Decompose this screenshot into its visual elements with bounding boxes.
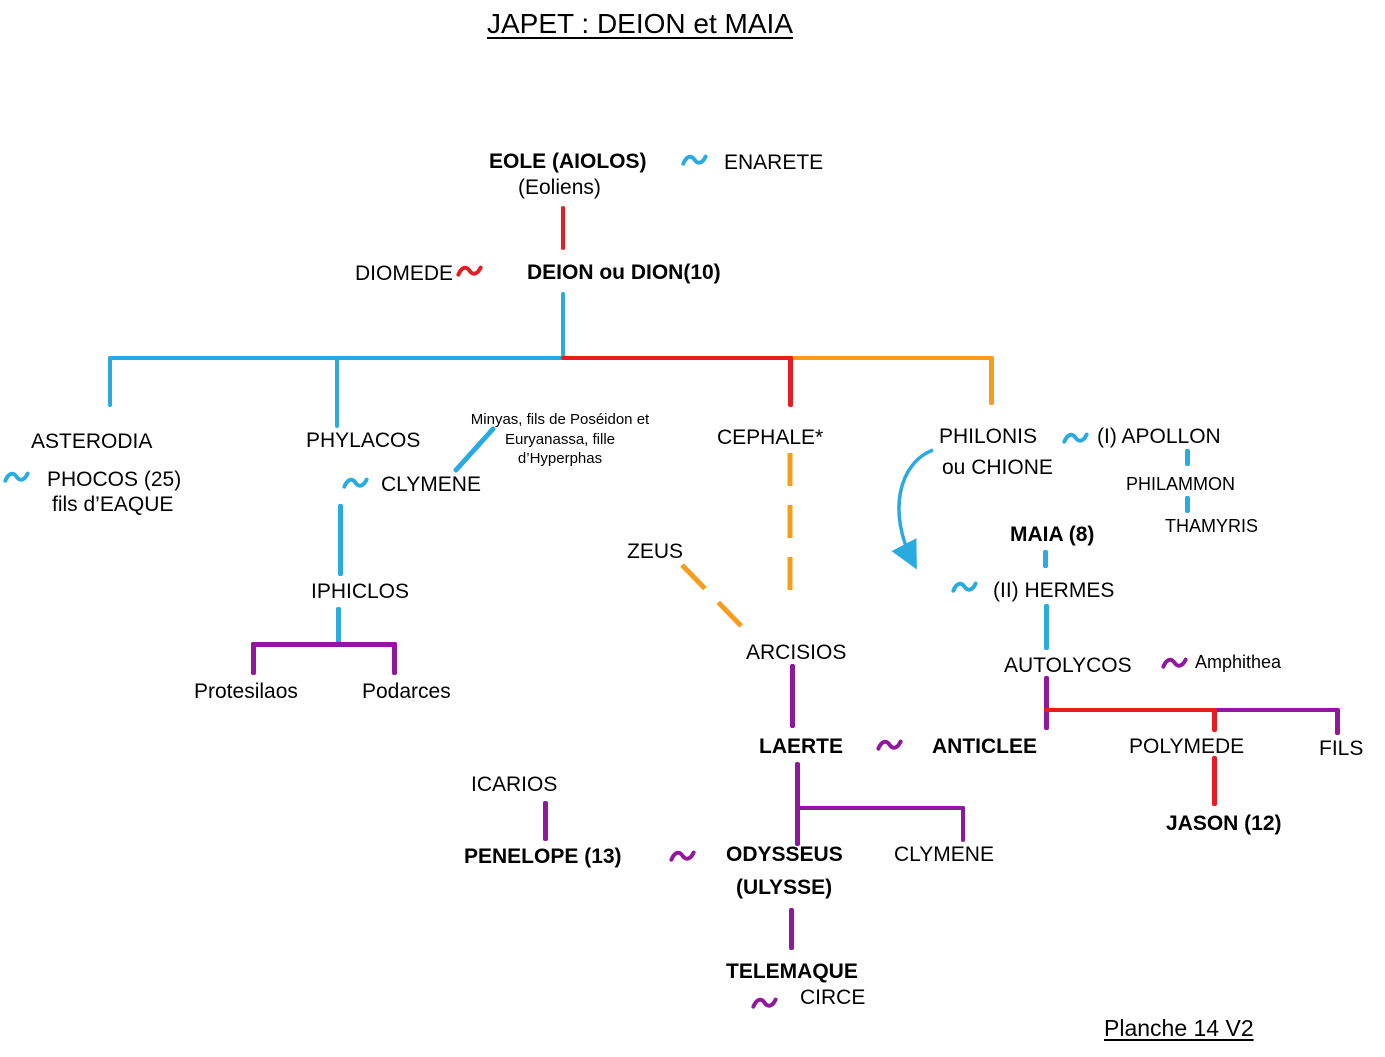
rail-laerte-children (795, 806, 965, 810)
person-circe: CIRCE (800, 986, 866, 1009)
person-cephale: CEPHALE* (717, 426, 824, 449)
person-amphithea: Amphithea (1195, 652, 1282, 672)
tilde-icon-asterodia-phocos (3, 471, 30, 483)
line-polymede-jason (1212, 756, 1217, 806)
page-title: JAPET : DEION et MAIA (487, 8, 794, 39)
person-philonis: PHILONIS (939, 425, 1038, 448)
person-phocos: PHOCOS (25) (47, 468, 182, 491)
person-polymede: POLYMEDE (1129, 735, 1245, 758)
annotation-minyas-line1: Minyas, fils de Poséidon et (470, 411, 650, 428)
rail-deion-children-red (561, 356, 792, 360)
drop-protesilaos (251, 642, 256, 675)
line-deion-rail (561, 292, 565, 358)
line-icarios-penelope (543, 801, 548, 841)
line-eole-deion (561, 206, 565, 250)
person-protesilaos: Protesilaos (194, 680, 298, 703)
tilde-icon-chione-hermes (951, 581, 978, 593)
drop-fils (1335, 708, 1340, 735)
person-eole-subtitle: (Eoliens) (518, 176, 601, 199)
annotation-minyas: Minyas, fils de Poséidon et Euryanassa, … (462, 410, 658, 469)
person-arcisios: ARCISIOS (746, 641, 847, 664)
rail-autolycos-children-purple (1212, 708, 1339, 712)
person-autolycos: AUTOLYCOS (1004, 654, 1132, 677)
line-zeus-arcisios-dashed (680, 563, 751, 636)
person-podarces: Podarces (362, 680, 451, 703)
person-diomede: DIOMEDE (355, 262, 454, 285)
drop-phylacos (335, 356, 339, 428)
person-clymene2: CLYMENE (894, 843, 994, 866)
person-phocos-note: fils d’EAQUE (52, 493, 174, 516)
person-asterodia: ASTERODIA (31, 430, 153, 453)
line-arcisios-laerte (790, 664, 795, 728)
person-anticlee: ANTICLEE (932, 735, 1037, 758)
line-autolycos-anticlee (1044, 676, 1049, 730)
person-philonis-alias: ou CHIONE (942, 456, 1053, 479)
person-laerte: LAERTE (759, 735, 843, 758)
tilde-icon-penelope-odysseus (669, 850, 696, 862)
person-fils: FILS (1319, 737, 1364, 760)
person-odysseus-alias: (ULYSSE) (736, 876, 833, 899)
tilde-icon-autolycos-amphithea (1161, 657, 1188, 669)
person-deion: DEION ou DION(10) (527, 261, 721, 284)
tilde-icon-laerte-anticlee (876, 739, 903, 751)
person-penelope: PENELOPE (13) (464, 845, 622, 868)
person-iphiclos: IPHICLOS (311, 580, 410, 603)
dash-apollon-philammon (1185, 449, 1190, 466)
person-phylacos: PHYLACOS (306, 429, 421, 452)
person-icarios: ICARIOS (471, 773, 558, 796)
person-apollon: (I) APOLLON (1097, 425, 1221, 448)
person-jason: JASON (12) (1166, 812, 1282, 835)
plate-label: Planche 14 V2 (1104, 1015, 1254, 1041)
tilde-icon-telemaque-circe (751, 997, 778, 1009)
tilde-icon-phylacos-clymene (342, 477, 369, 489)
person-eole: EOLE (AIOLOS) (489, 150, 647, 173)
rail-deion-children-orange (790, 356, 993, 360)
drop-philonis (989, 356, 994, 405)
annotation-minyas-line2: Euryanassa, fille (504, 430, 616, 448)
person-odysseus: ODYSSEUS (726, 843, 843, 866)
person-philammon: PHILAMMON (1126, 474, 1236, 494)
line-laerte-odysseus (795, 762, 800, 846)
person-maia: MAIA (8) (1010, 523, 1095, 546)
line-clymene-iphiclos (338, 504, 343, 576)
person-thamyris: THAMYRIS (1165, 516, 1259, 536)
dash-philammon-thamyris (1185, 496, 1190, 513)
person-clymene: CLYMENE (381, 473, 481, 496)
annotation-minyas-line3: d’Hyperphas (517, 450, 603, 467)
person-hermes: (II) HERMES (993, 579, 1115, 602)
drop-polymede (1212, 708, 1217, 732)
rail-autolycos-children-red (1044, 708, 1214, 712)
line-iphiclos-children (336, 607, 341, 645)
drop-cephale (788, 356, 793, 407)
drop-asterodia (108, 356, 112, 407)
person-enarete: ENARETE (724, 151, 824, 174)
tilde-icon-diomede-deion (456, 265, 483, 277)
dash-maia-hermes (1043, 550, 1048, 568)
line-hermes-autolycos (1044, 604, 1049, 650)
curved-arrow-chione-hermes (891, 448, 934, 570)
line-odysseus-telemaque (789, 908, 794, 950)
drop-podarces (392, 642, 397, 675)
person-zeus: ZEUS (627, 540, 684, 563)
rail-iphiclos-children (251, 642, 397, 647)
tilde-icon-eole-enarete (681, 154, 708, 166)
drop-clymene2 (961, 806, 965, 842)
person-telemaque: TELEMAQUE (726, 960, 858, 983)
tilde-icon-philonis-apollon (1062, 432, 1089, 444)
